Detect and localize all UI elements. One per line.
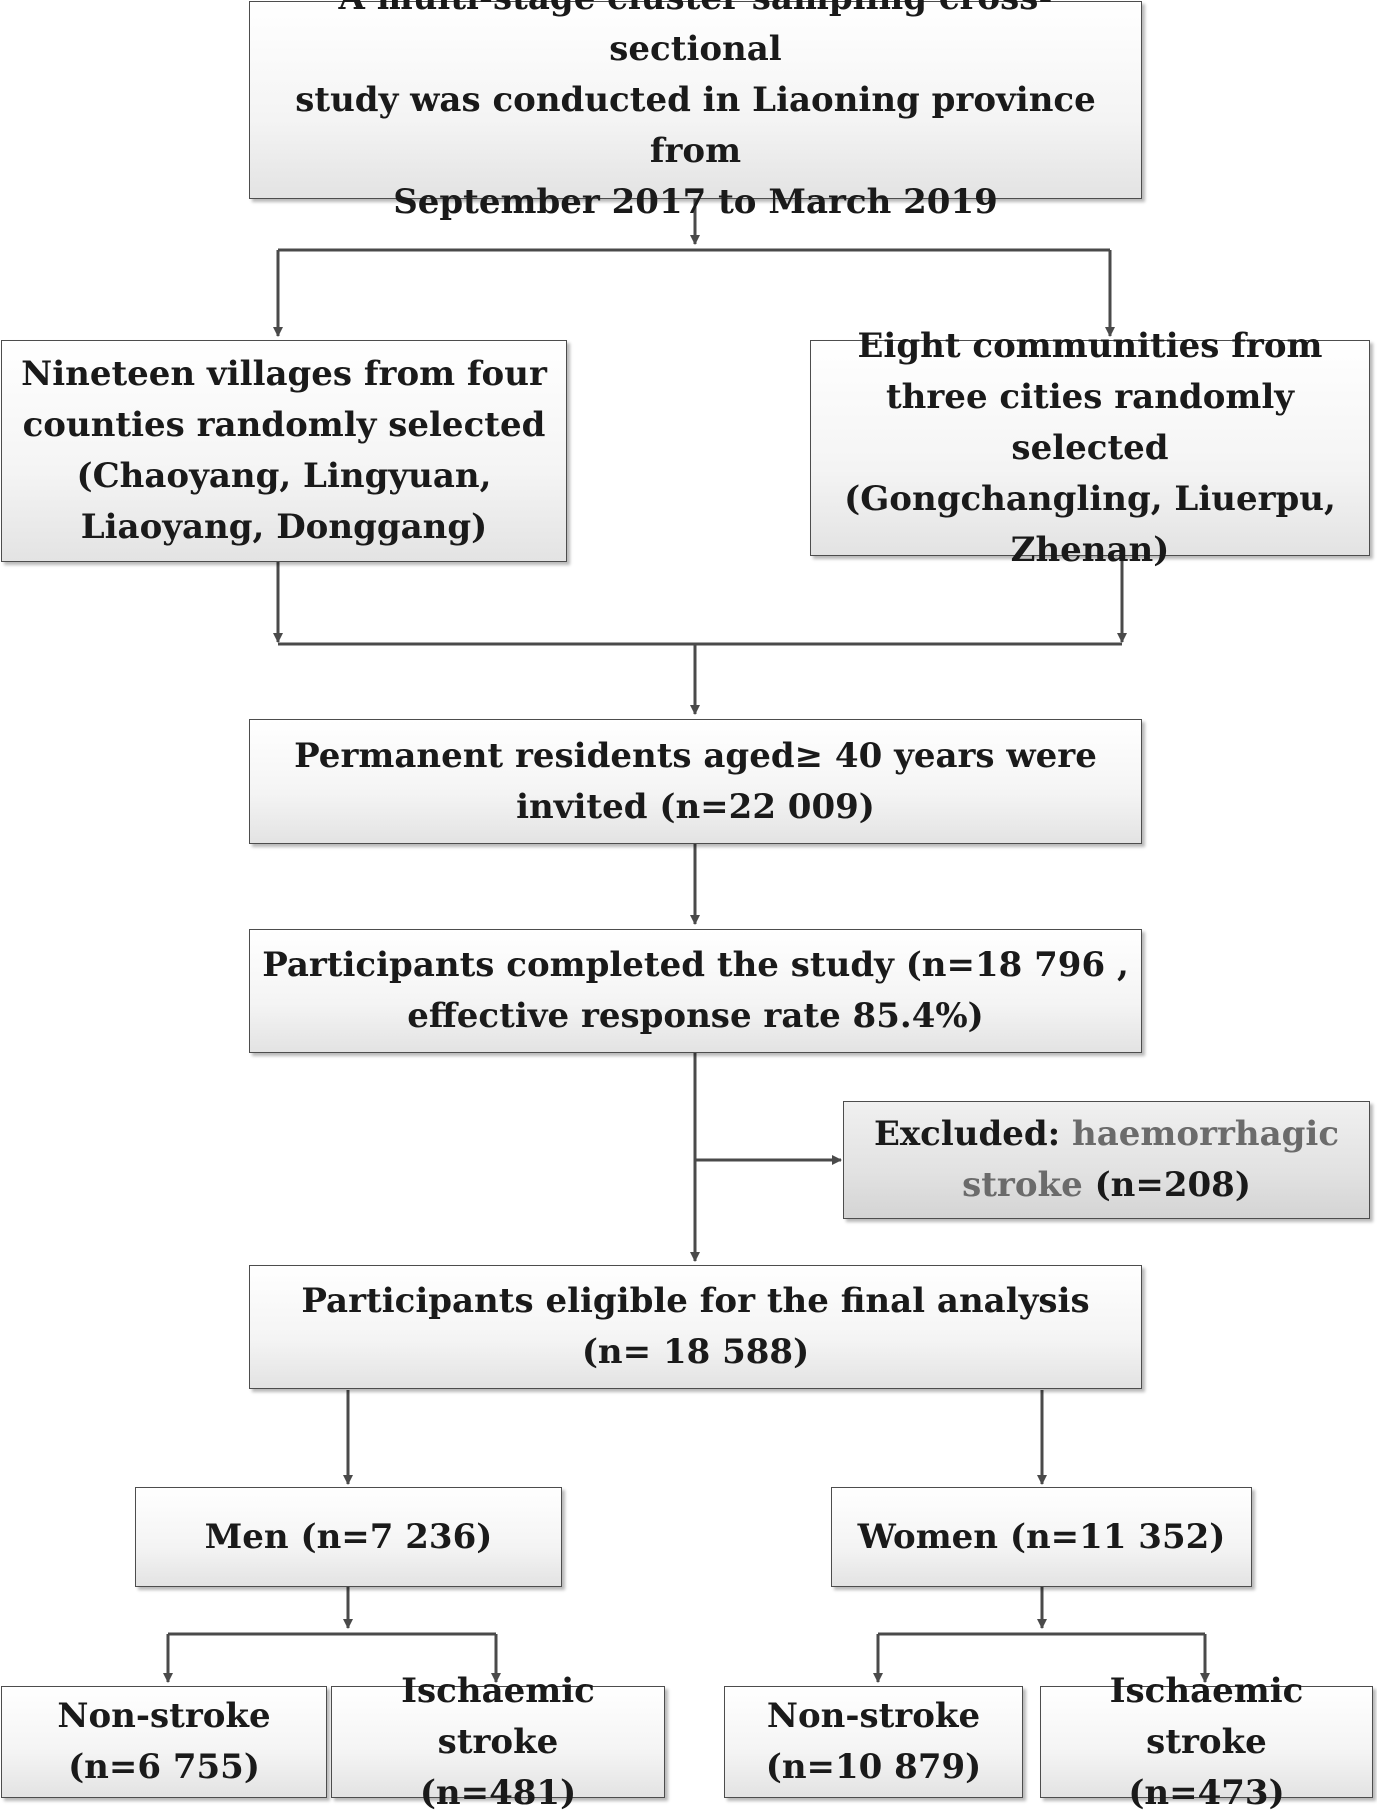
men-ischaemic-text: Ischaemic stroke (n=481) (401, 1670, 595, 1813)
invited-box: Permanent residents aged≥ 40 years were … (249, 719, 1142, 844)
men-box: Men (n=7 236) (135, 1487, 562, 1587)
villages-box: Nineteen villages from four counties ran… (1, 340, 567, 562)
excluded-count: (n=208) (1094, 1165, 1251, 1205)
women-non-stroke-box: Non-stroke (n=10 879) (724, 1686, 1023, 1798)
eligible-box: Participants eligible for the final anal… (249, 1265, 1142, 1389)
men-text: Men (n=7 236) (204, 1516, 493, 1557)
excluded-detail-1: haemorrhagic (1072, 1114, 1340, 1154)
excluded-text: Excluded: haemorrhagic stroke (n=208) (874, 1109, 1339, 1211)
communities-box: Eight communities from three cities rand… (810, 326, 1370, 570)
villages-text: Nineteen villages from four counties ran… (21, 354, 547, 547)
excluded-label: Excluded: (873, 1114, 1061, 1154)
study-design-text: A multi-stage cluster sampling cross-sec… (295, 0, 1096, 222)
men-non-stroke-box: Non-stroke (n=6 755) (1, 1686, 327, 1798)
study-design-box: A multi-stage cluster sampling cross-sec… (249, 0, 1142, 222)
women-non-stroke-text: Non-stroke (n=10 879) (765, 1696, 982, 1787)
women-ischaemic-text: Ischaemic stroke (n=473) (1109, 1670, 1304, 1813)
excluded-box: Excluded: haemorrhagic stroke (n=208) (843, 1101, 1370, 1219)
women-text: Women (n=11 352) (857, 1516, 1226, 1557)
women-box: Women (n=11 352) (831, 1487, 1252, 1587)
eligible-text: Participants eligible for the final anal… (301, 1281, 1090, 1372)
men-ischaemic-box: Ischaemic stroke (n=481) (331, 1671, 665, 1813)
women-ischaemic-box: Ischaemic stroke (n=473) (1040, 1671, 1373, 1813)
invited-text: Permanent residents aged≥ 40 years were … (294, 735, 1097, 827)
completed-box: Participants completed the study (n=18 7… (249, 929, 1142, 1053)
completed-text: Participants completed the study (n=18 7… (262, 945, 1129, 1036)
excluded-detail-2: stroke (962, 1165, 1083, 1205)
communities-text: Eight communities from three cities rand… (844, 325, 1336, 570)
men-non-stroke-text: Non-stroke (n=6 755) (57, 1696, 271, 1787)
